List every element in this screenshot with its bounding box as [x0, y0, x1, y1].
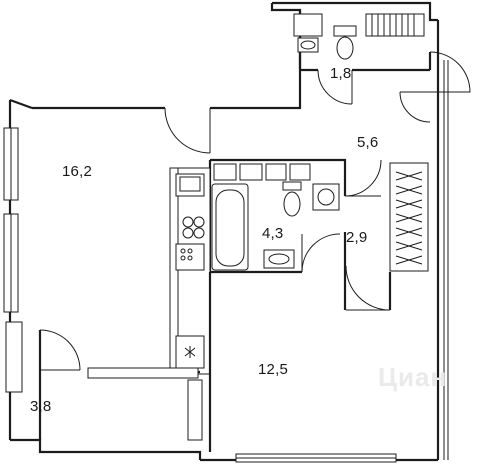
room-area-living: 16,2	[62, 163, 92, 180]
room-area-corridor: 2,9	[346, 229, 368, 246]
doors	[39, 51, 471, 371]
room-area-balcony: 3,8	[30, 398, 52, 415]
room-area-wc: 1,8	[330, 65, 352, 82]
room-area-hall: 5,6	[357, 134, 379, 151]
watermark-text: Циан	[378, 362, 448, 392]
room-area-bath: 4,3	[262, 225, 284, 242]
fixtures	[175, 13, 425, 369]
room-area-bedroom: 12,5	[258, 361, 288, 378]
left-windows	[3, 127, 23, 393]
right-facade	[443, 60, 449, 460]
bottom-window	[235, 453, 397, 463]
